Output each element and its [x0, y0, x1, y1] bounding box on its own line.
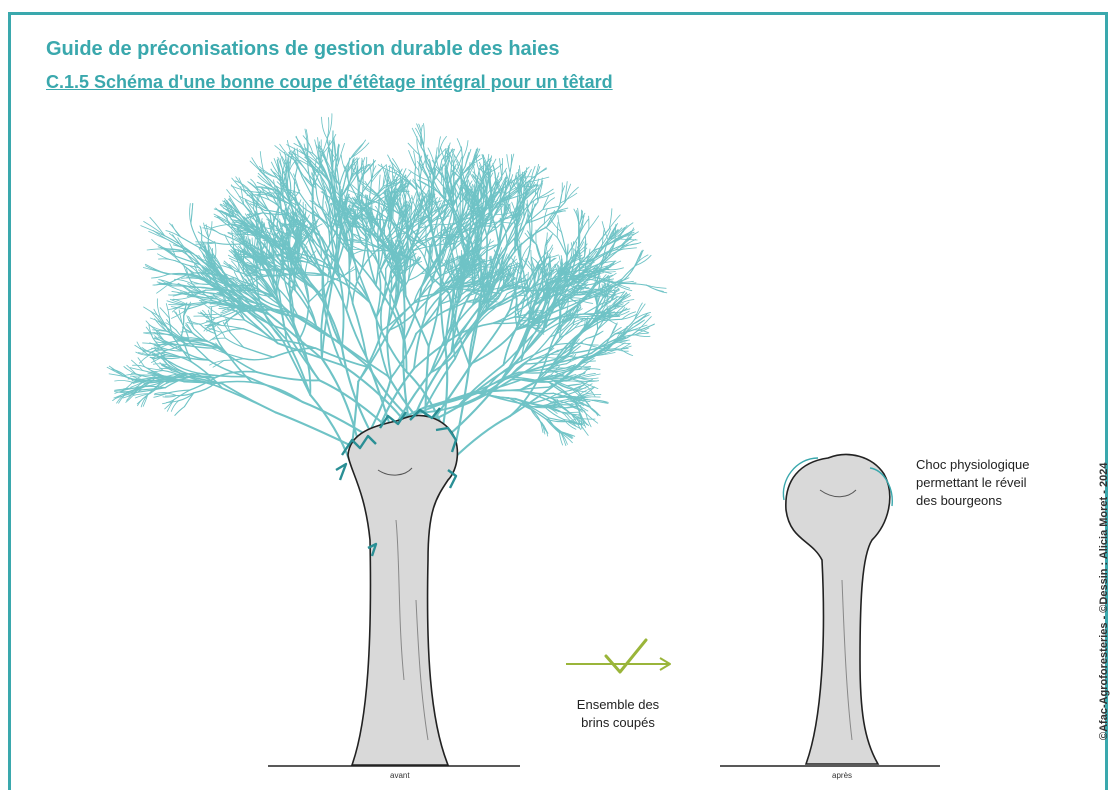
crown-branch: [515, 299, 517, 326]
after-label: après: [832, 771, 852, 780]
crown-branch: [457, 256, 458, 268]
crown-branch: [164, 357, 183, 358]
crown-branch: [531, 409, 542, 423]
crown-branch: [152, 274, 169, 278]
crown-branch: [492, 323, 516, 324]
crown-branch: [387, 327, 391, 378]
crown-branch: [141, 395, 148, 407]
crown-branch: [531, 250, 532, 270]
crown-branch: [222, 326, 244, 329]
check-icon: [606, 640, 646, 672]
crown-branch: [165, 396, 176, 397]
crown-branch: [175, 407, 185, 416]
crown-branch: [289, 177, 290, 201]
crown-branch: [431, 189, 432, 223]
crown-branch: [372, 160, 373, 178]
cut-stems-label-line1: Ensemble des: [560, 696, 676, 714]
shock-label-line3: des bourgeons: [916, 492, 1076, 510]
shock-label-line1: Choc physiologique: [916, 456, 1076, 474]
tree-crown-branches: [107, 114, 667, 462]
crown-branch: [635, 335, 650, 337]
check-arrow: [566, 640, 670, 672]
crown-branch: [507, 155, 510, 173]
before-label: avant: [390, 771, 410, 780]
crown-branch: [210, 333, 223, 341]
crown-branch: [143, 343, 161, 345]
crown-branch: [225, 338, 243, 347]
crown-branch: [560, 193, 577, 203]
crown-branch: [153, 231, 168, 241]
crown-branch: [393, 159, 402, 175]
crown-branch: [589, 216, 599, 230]
cut-stems-label-line2: brins coupés: [560, 714, 676, 732]
crown-branch: [601, 271, 616, 272]
crown-branch: [222, 384, 276, 413]
crown-branch: [123, 374, 136, 376]
crown-branch: [581, 343, 598, 345]
crown-branch: [340, 278, 344, 347]
crown-branch: [243, 347, 273, 357]
copyright-credit: ©Afac-Agroforesteries - ©Dessin : Alicia…: [1098, 463, 1110, 740]
crown-branch: [492, 310, 516, 323]
crown-branch: [182, 278, 200, 279]
crown-branch: [153, 364, 168, 365]
crown-branch: [322, 117, 328, 138]
crown-branch: [209, 296, 224, 297]
crown-branch: [557, 223, 558, 238]
crown-branch: [463, 141, 468, 160]
crown-branch: [247, 377, 303, 402]
crown-branch: [560, 183, 562, 203]
cut-stems-label: Ensemble des brins coupés: [560, 696, 676, 732]
crown-branch: [222, 329, 243, 333]
crown-branch: [543, 206, 559, 209]
crown-branch: [351, 143, 369, 159]
crown-branch: [406, 296, 429, 347]
crown-branch: [562, 232, 567, 256]
crown-branch: [636, 255, 651, 265]
crown-branch: [536, 189, 553, 199]
crown-branch: [612, 324, 617, 334]
crown-branch: [244, 357, 273, 360]
crown-branch: [276, 412, 360, 450]
shock-label: Choc physiologique permettant le réveil …: [916, 456, 1076, 510]
crown-branch: [424, 239, 426, 258]
crown-branch: [191, 203, 193, 223]
crown-branch: [466, 291, 486, 292]
trunk-before: [348, 415, 457, 765]
crown-branch: [424, 124, 425, 147]
crown-branch: [390, 305, 424, 330]
crown-branch: [115, 380, 133, 382]
trunk-after: [783, 455, 892, 764]
crown-branch: [500, 159, 502, 178]
crown-branch: [154, 309, 165, 326]
crown-branch: [621, 349, 633, 356]
crown-branch: [159, 259, 176, 261]
crown-branch: [215, 382, 251, 383]
crown-branch: [322, 359, 360, 451]
shock-label-line2: permettant le réveil: [916, 474, 1076, 492]
crown-branch: [172, 297, 191, 300]
crown-branch: [190, 204, 191, 224]
crown-branch: [415, 167, 417, 190]
crown-branch: [553, 379, 566, 380]
crown-branch: [194, 316, 215, 318]
crown-branch: [212, 338, 225, 339]
crown-branch: [622, 314, 637, 319]
crown-branch: [379, 175, 380, 197]
